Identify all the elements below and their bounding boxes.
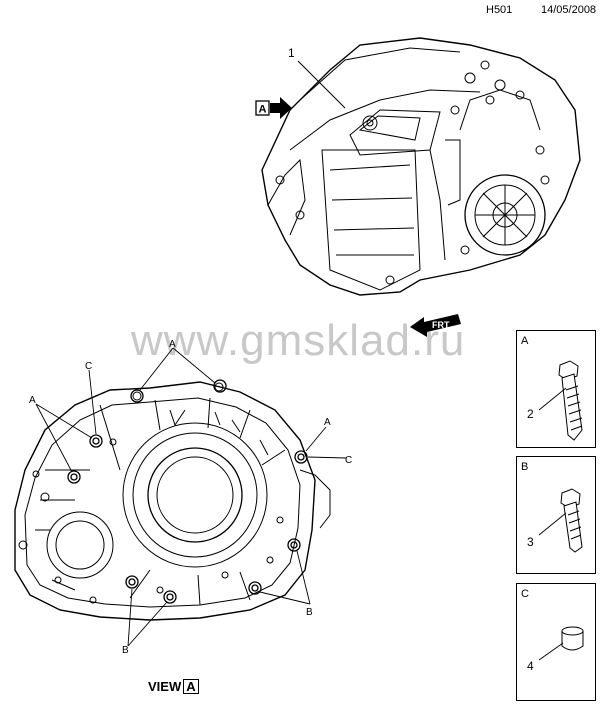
bolt-locations (67, 379, 308, 604)
part-2-label: 2 (527, 407, 534, 421)
panel-c-letter: C (521, 588, 529, 600)
part-3-label: 3 (527, 535, 534, 549)
panel-b: B (516, 456, 596, 574)
bolt-a-drawing (558, 360, 583, 441)
part-1-label: 1 (288, 46, 295, 60)
callout-c-left: C (85, 361, 92, 372)
panel-a: A (516, 330, 596, 448)
callout-labels: A A C A C B B (29, 339, 352, 656)
panel-a-letter: A (521, 335, 529, 347)
watermark: www.gmsklad.ru (131, 316, 466, 365)
callout-b-bottom: B (122, 645, 129, 656)
view-title-text: VIEW (148, 679, 182, 694)
header-date: 14/05/2008 (541, 4, 597, 16)
front-direction-arrow: FRT (410, 314, 461, 337)
callout-a-top: A (169, 339, 176, 350)
svg-text:FRT: FRT (432, 320, 450, 330)
callout-a-right: A (324, 417, 331, 428)
part-4-label: 4 (527, 659, 534, 673)
callout-leaders (35, 347, 347, 647)
svg-text:A: A (259, 104, 267, 116)
bolt-b-drawing (560, 488, 583, 553)
callout-b-right: B (306, 607, 313, 618)
housing-view-a-drawing (14, 381, 331, 621)
transmission-assembly-drawing (261, 37, 581, 296)
panel-b-letter: B (521, 461, 529, 473)
header-code: H501 (486, 4, 513, 16)
view-a-flag: A (255, 97, 292, 119)
view-title-letter: A (183, 679, 199, 694)
cap-c-drawing (561, 626, 584, 651)
panel-c: C (516, 583, 596, 701)
callout-c-right: C (345, 455, 352, 466)
callout-a-left: A (29, 395, 36, 406)
